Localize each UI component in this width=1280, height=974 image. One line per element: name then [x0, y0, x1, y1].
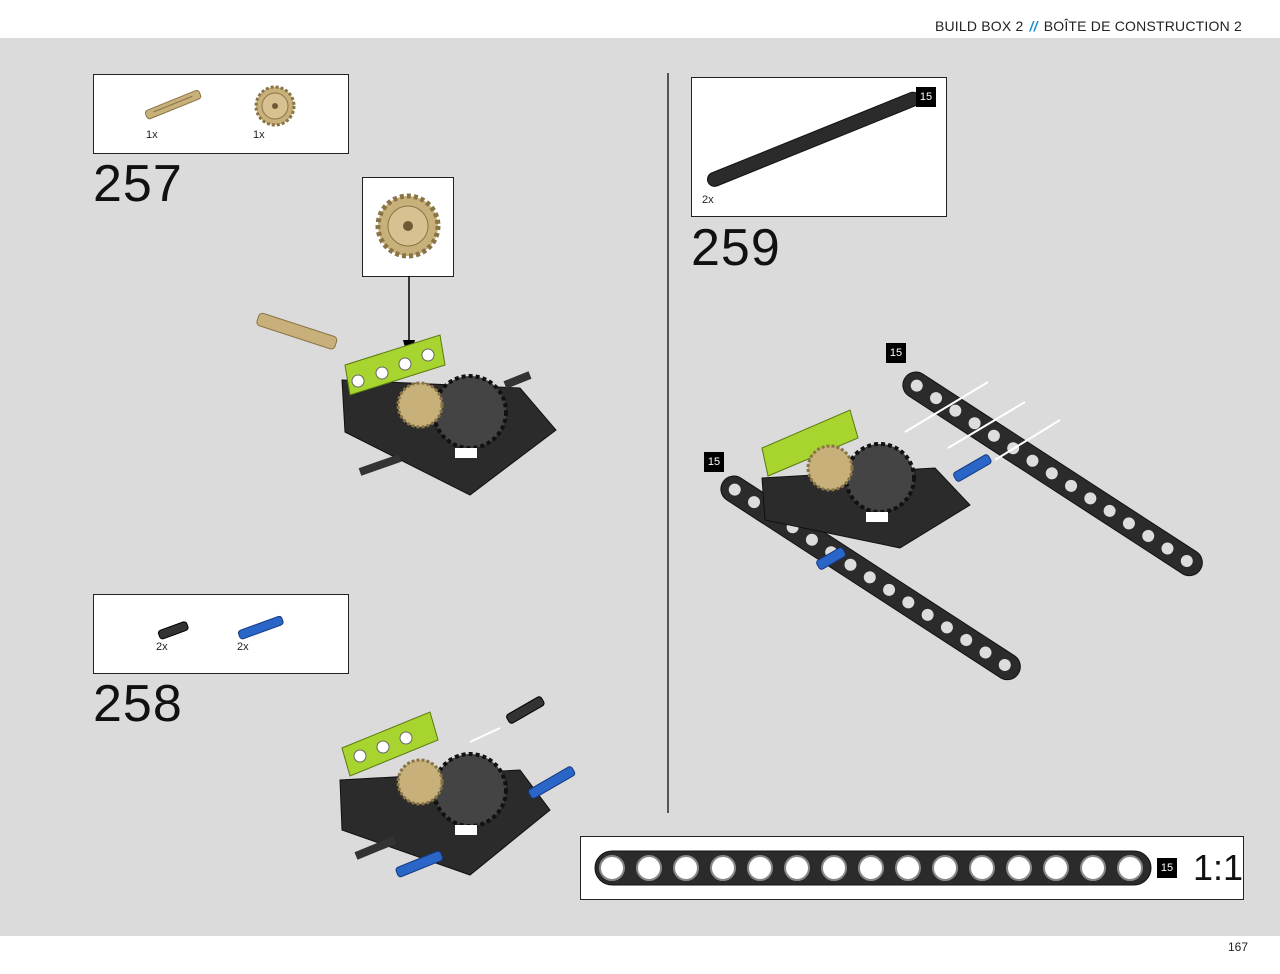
black-pin-icon: [157, 621, 189, 640]
qty-257-b: 1x: [253, 129, 265, 141]
qty-259: 2x: [702, 194, 714, 206]
parts-box-259: 15 2x: [691, 77, 947, 217]
beam-1to1-icon: [594, 850, 1152, 886]
step-number-257: 257: [93, 155, 183, 213]
beam-length-badge: 15: [916, 87, 936, 107]
scale-label: 1:1: [1193, 847, 1244, 888]
page-footer: 167: [0, 936, 1280, 974]
qty-257-a: 1x: [146, 129, 158, 141]
scale-length-badge: 15: [1157, 858, 1177, 878]
callout-badge-left: 15: [704, 452, 724, 472]
qty-258-a: 2x: [156, 641, 168, 653]
page-header: BUILD BOX 2 // BOÎTE DE CONSTRUCTION 2: [0, 0, 1280, 38]
callout-badge-top: 15: [886, 343, 906, 363]
parts-box-257: 1x 1x: [93, 74, 349, 154]
header-separator: //: [1029, 18, 1038, 34]
column-divider: [667, 73, 669, 813]
header-right: BOÎTE DE CONSTRUCTION 2: [1043, 18, 1242, 34]
header-title: BUILD BOX 2 // BOÎTE DE CONSTRUCTION 2: [935, 18, 1242, 34]
blue-pin-icon: [237, 615, 284, 640]
tan-axle-pin-icon: [144, 89, 202, 120]
page-number: 167: [1227, 940, 1248, 954]
parts-box-258: 2x 2x: [93, 594, 349, 674]
step-number-258: 258: [93, 675, 183, 733]
header-left: BUILD BOX 2: [934, 18, 1024, 34]
scale-reference-box: 15 1:1: [580, 836, 1244, 900]
qty-258-b: 2x: [237, 641, 249, 653]
tan-gear-icon: [254, 85, 296, 127]
callout-box-gear: [362, 177, 454, 277]
tan-gear-icon: [375, 193, 441, 259]
step-number-259: 259: [691, 219, 781, 277]
